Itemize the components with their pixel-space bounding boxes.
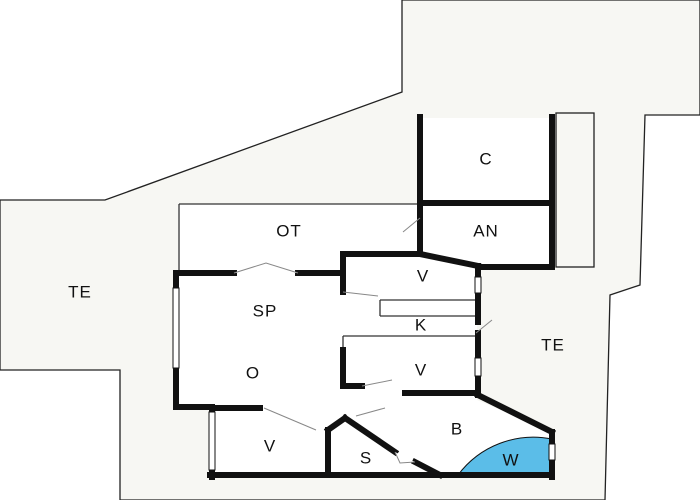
closet-strip: [555, 112, 595, 268]
room-label-o: O: [246, 363, 260, 382]
wall-s-diagonal-lower: [410, 457, 445, 480]
room-label-an: AN: [473, 221, 499, 240]
room-label-v-mid: V: [415, 360, 427, 379]
room-label-v-top: V: [417, 266, 429, 285]
interior-floor: [178, 118, 552, 475]
wall-b-slant: [473, 390, 557, 437]
room-label-te-left: TE: [68, 282, 92, 301]
door-kitchen: [475, 319, 493, 334]
wall-v-top-slant: [416, 250, 482, 270]
room-label-sp: SP: [253, 301, 278, 320]
door-b: [355, 407, 386, 417]
door-v-mid: [361, 379, 393, 387]
room-label-b: B: [451, 419, 463, 438]
door-s: [394, 451, 416, 464]
room-label-w: W: [502, 450, 519, 469]
door-ot-c: [402, 217, 421, 233]
door-sp-ot: [233, 262, 299, 274]
window-v-bottom: [208, 411, 216, 471]
room-label-k: K: [415, 315, 427, 334]
door-v-top: [342, 291, 379, 297]
door-v-bottom: [263, 407, 317, 431]
window-b-right: [548, 443, 556, 461]
room-label-v-bottom: V: [264, 436, 276, 455]
window-sp-left: [172, 287, 180, 369]
room-label-c: C: [479, 149, 492, 168]
room-label-s: S: [360, 448, 372, 467]
room-label-te-right: TE: [541, 335, 565, 354]
window-right-upper: [474, 276, 482, 294]
window-right-lower: [474, 357, 482, 377]
room-label-ot: OT: [276, 221, 302, 240]
wall-s-diagonal: [340, 413, 400, 457]
